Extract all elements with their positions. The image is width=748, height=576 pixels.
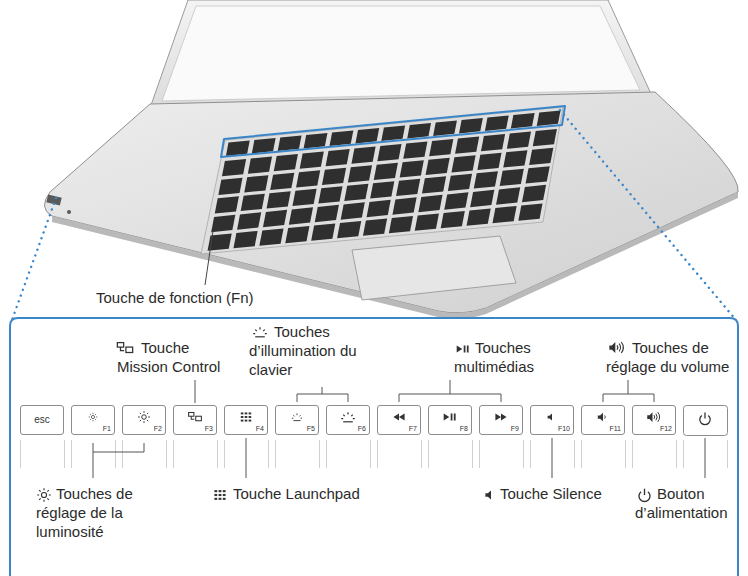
key-legend: F2 [154,425,162,433]
function-key: F10 [530,405,574,435]
callout-label: Touches multimédias [454,338,554,376]
key-legend: F12 [660,425,672,433]
part-label: Touche de fonction (Fn) [96,288,306,307]
function-key: F5 [275,405,319,435]
callout-label: Touche Mission Control [117,338,232,376]
function-key: F12 [632,405,676,435]
key-legend: F5 [307,425,315,433]
key-legend: F4 [256,425,264,433]
key-legend: esc [21,414,63,426]
function-key: F2 [122,405,166,435]
key-legend: F8 [460,425,468,433]
callout-label: Touche Silence [483,484,613,503]
key-legend: F11 [609,425,621,433]
function-key: F9 [479,405,523,435]
function-key: F1 [71,405,115,435]
key-legend: F3 [205,425,213,433]
function-key: F11 [581,405,625,435]
key-legend: F10 [558,425,570,433]
callout-label: Touches de réglage de la luminosité [36,484,141,541]
function-key: F6 [326,405,370,435]
key-legend: F1 [103,425,111,433]
key-legend: F6 [358,425,366,433]
key-legend: F9 [511,425,519,433]
callout-label: Touche Launchpad [211,484,381,503]
function-key: F8 [428,405,472,435]
function-key: F4 [224,405,268,435]
callout-label: Touches d’illumination du clavier [249,322,357,379]
function-key: F3 [173,405,217,435]
callout-label: Touches de réglage du volume [606,338,736,376]
key-legend: F7 [409,425,417,433]
escape-key: esc [20,405,64,435]
callout-label: Bouton d’alimentation [635,484,742,522]
function-key: F7 [377,405,421,435]
